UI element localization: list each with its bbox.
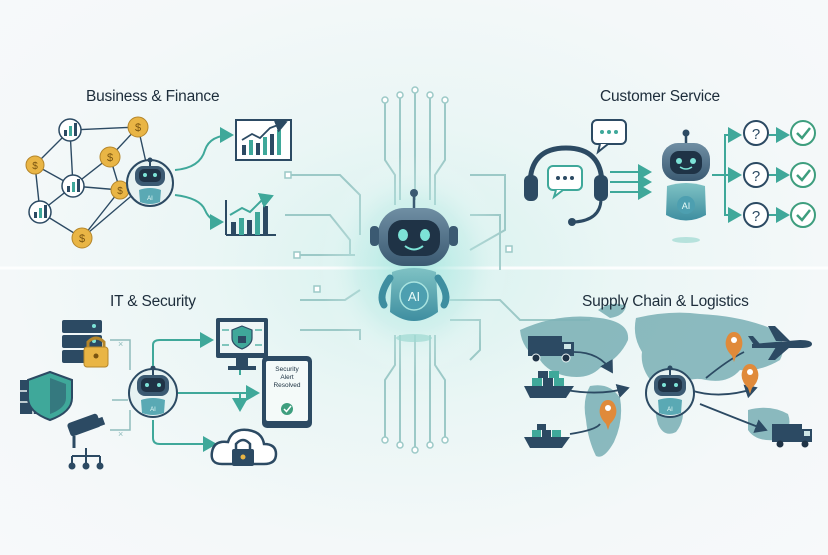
it-robot: AI — [128, 365, 178, 418]
svg-text:×: × — [118, 339, 123, 349]
cargo-ship-icon — [524, 371, 574, 398]
check-icon — [790, 162, 816, 188]
section-title-customer-service: Customer Service — [600, 88, 720, 105]
monitor-shield-icon — [216, 318, 268, 370]
tablet-alert-line: Resolved — [273, 382, 301, 389]
tablet-alert-icon — [262, 356, 312, 428]
check-icon — [790, 202, 816, 228]
section-title-supply-chain: Supply Chain & Logistics — [582, 293, 749, 310]
chat-bubble-icon — [591, 119, 627, 155]
business-arrows — [174, 127, 234, 230]
tablet-alert-line: Security — [275, 366, 299, 373]
dollar-coin-icon: $ — [25, 155, 45, 175]
svg-text:?: ? — [752, 168, 760, 185]
section-title-business-finance: Business & Finance — [86, 88, 220, 105]
cargo-ship-icon — [524, 424, 570, 448]
central-robot-badge: AI — [408, 289, 420, 304]
customer-robot-badge: AI — [682, 201, 691, 211]
check-icons — [790, 120, 816, 228]
dollar-coin-icon: $ — [71, 227, 93, 249]
bar-chart-icon — [58, 118, 82, 142]
customer-branch-lines — [712, 127, 790, 223]
truck-icon — [528, 336, 574, 363]
bar-chart-icon — [61, 174, 85, 198]
growth-chart-icon — [225, 193, 276, 236]
circuit-nodes — [284, 86, 513, 454]
shield-firewall-icon — [20, 370, 73, 422]
map-pin-icon — [725, 332, 743, 362]
dollar-coin-icon: $ — [127, 116, 149, 138]
section-title-it-security: IT & Security — [110, 293, 196, 310]
camera-network-icon — [67, 413, 106, 470]
bar-chart-icon — [28, 200, 52, 224]
question-icon: ? — [743, 202, 769, 228]
svg-text:$: $ — [117, 186, 123, 197]
question-icon: ? — [743, 120, 769, 146]
it-arrows — [152, 332, 260, 452]
business-robot-badge: AI — [147, 196, 153, 202]
map-pin-icon — [741, 364, 759, 394]
small-x-marks: ×× — [118, 339, 123, 439]
central-robot: AI — [370, 189, 458, 342]
bar-chart-node-icons — [28, 118, 85, 224]
map-pin-icon — [599, 400, 617, 430]
customer-robot: AI — [662, 129, 710, 243]
it-connector-lines — [110, 339, 131, 431]
map-route-lines — [565, 351, 768, 435]
check-icon — [790, 120, 816, 146]
supply-robot: AI — [645, 365, 695, 418]
tablet-alert-line: Alert — [280, 374, 294, 381]
svg-text:$: $ — [107, 152, 113, 164]
customer-arrows — [610, 164, 652, 200]
svg-text:?: ? — [752, 208, 760, 225]
business-robot: AI — [126, 157, 174, 207]
svg-text:$: $ — [32, 161, 38, 172]
dollar-coin-icon: $ — [99, 146, 121, 168]
question-icons: ? ? ? — [743, 120, 769, 228]
map-pin-icons — [599, 332, 759, 430]
dollar-coin-icons: $ $ $ $ $ — [25, 116, 149, 249]
line-chart-monitor-icon — [235, 119, 292, 161]
cloud-lock-icon — [210, 428, 278, 466]
tablet-alert-text: Security Alert Resolved — [267, 366, 307, 390]
it-robot-badge: AI — [150, 407, 156, 413]
question-icon: ? — [743, 162, 769, 188]
svg-text:?: ? — [752, 126, 760, 143]
server-lock-icon — [62, 320, 109, 368]
airplane-icon — [748, 326, 812, 360]
svg-text:$: $ — [79, 233, 85, 245]
svg-text:×: × — [118, 429, 123, 439]
supply-robot-badge: AI — [667, 407, 673, 413]
svg-text:$: $ — [135, 122, 141, 134]
delivery-truck-icon — [772, 424, 812, 448]
headset-icon — [524, 145, 608, 226]
